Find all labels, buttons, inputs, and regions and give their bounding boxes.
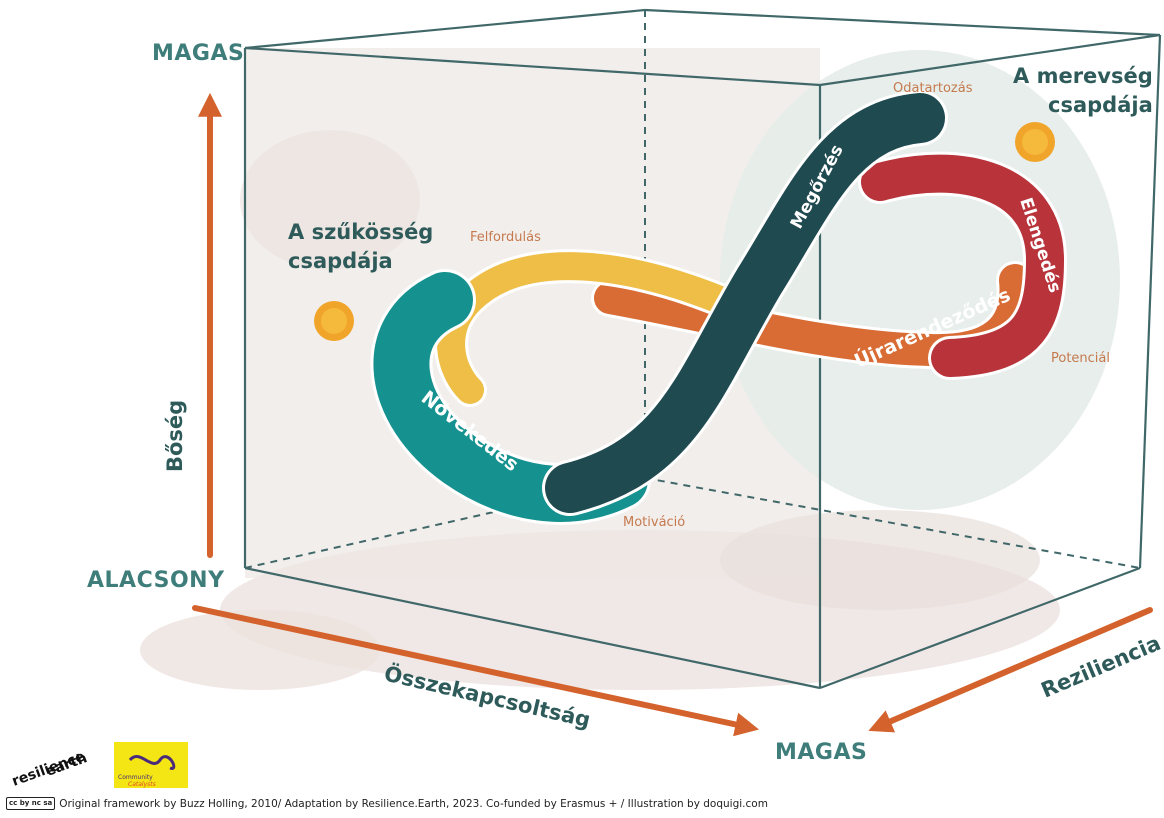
axis-arrows bbox=[192, 92, 1153, 737]
box-front-edges bbox=[243, 8, 1162, 690]
rigidity-trap-label: A merevség csapdája bbox=[1013, 62, 1153, 120]
credit-text: Original framework by Buzz Holling, 2010… bbox=[59, 797, 768, 810]
logo-text-community: Community bbox=[118, 774, 153, 781]
community-catalysts-logo: Community Catalysts bbox=[114, 742, 188, 788]
resilience-earth-logo: resilience earth bbox=[10, 749, 89, 790]
resilience-axis-arrow bbox=[868, 607, 1153, 733]
adaptive-cycle-loop bbox=[370, 90, 1068, 525]
scarcity-trap-line1: A szűkösség bbox=[288, 220, 434, 244]
rigidity-trap-line2: csapdája bbox=[1048, 93, 1153, 117]
axis-label-abundance: Bőség bbox=[163, 400, 187, 472]
axis-high-bottom: MAGAS bbox=[775, 740, 868, 765]
axis-low: ALACSONY bbox=[87, 568, 225, 593]
scarcity-trap-label: A szűkösség csapdája bbox=[288, 218, 433, 276]
logo-text-catalysts: Catalysts bbox=[128, 781, 156, 788]
annotation-potential: Potenciál bbox=[1051, 351, 1111, 366]
license-badge: cc by nc sa bbox=[6, 797, 56, 810]
scarcity-trap-line2: csapdája bbox=[288, 249, 393, 273]
annotation-belonging: Odatartozás bbox=[893, 81, 973, 96]
sun-icon bbox=[314, 301, 354, 341]
connectedness-axis-arrow bbox=[192, 605, 760, 737]
axis-high-top: MAGAS bbox=[152, 41, 245, 66]
annotation-motivation: Motiváció bbox=[623, 515, 686, 530]
credit-line: cc by nc sa Original framework by Buzz H… bbox=[6, 797, 768, 810]
annotation-revolt: Felfordulás bbox=[470, 230, 541, 245]
rigidity-trap-line1: A merevség bbox=[1013, 64, 1153, 88]
sun-icon bbox=[1015, 122, 1055, 162]
axis-label-resilience: Reziliencia bbox=[1038, 631, 1164, 703]
